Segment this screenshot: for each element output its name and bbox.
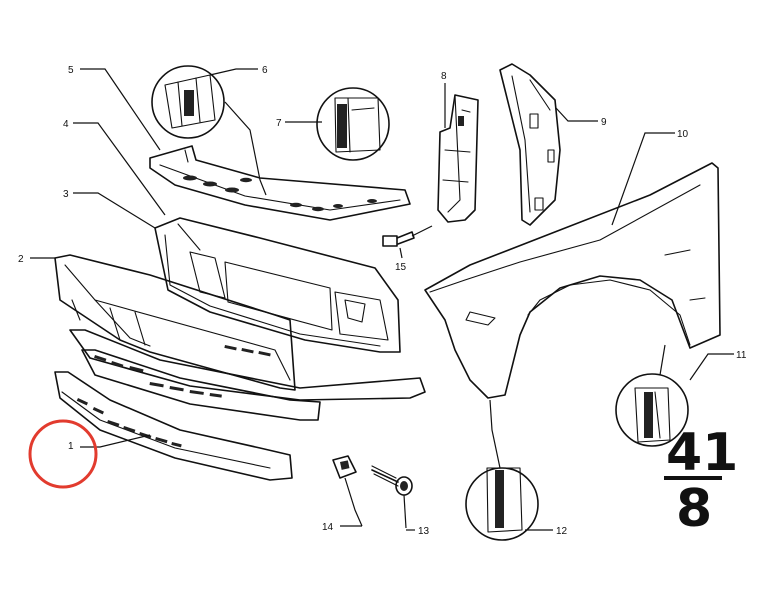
part-10-fender [424,162,721,399]
callout-3: 3 [63,189,69,200]
callout-12: 12 [556,526,568,537]
callout-2: 2 [18,254,24,265]
callout-1: 1 [68,441,74,452]
part-2-bumper [54,254,296,391]
part-4-grille-frame [154,217,401,357]
callout-9: 9 [601,117,607,128]
part-5-carrier [149,145,411,221]
detail-6 [151,65,267,196]
leader-lines [30,68,734,531]
callout-5: 5 [68,65,74,76]
callout-14: 14 [322,522,334,533]
detail-7 [316,87,390,161]
detail-11 [615,344,689,447]
callout-labels: 1 2 3 4 5 6 7 8 9 10 11 12 13 14 15 [18,65,747,537]
part-13-screw [371,465,413,529]
part-1-spoiler [54,371,293,481]
lower-valance [69,329,426,421]
callout-15: 15 [395,262,407,273]
part-15-bolt [382,225,433,259]
group-code-bottom: 8 [676,479,712,539]
callout-13: 13 [418,526,430,537]
group-code-top: 41 [666,423,738,483]
part-8-bracket [437,94,479,223]
part-14-clip-nut [332,455,363,527]
part-9-inner-panel [499,63,561,226]
highlight-circle [28,419,98,489]
callout-11: 11 [736,350,747,361]
detail-12 [465,399,539,541]
group-code-divider [664,476,722,480]
group-code: 41 8 [664,423,738,539]
callout-8: 8 [441,71,447,82]
callout-7: 7 [276,118,282,129]
callout-6: 6 [262,65,268,76]
callout-10: 10 [677,129,689,140]
callout-4: 4 [63,119,69,130]
